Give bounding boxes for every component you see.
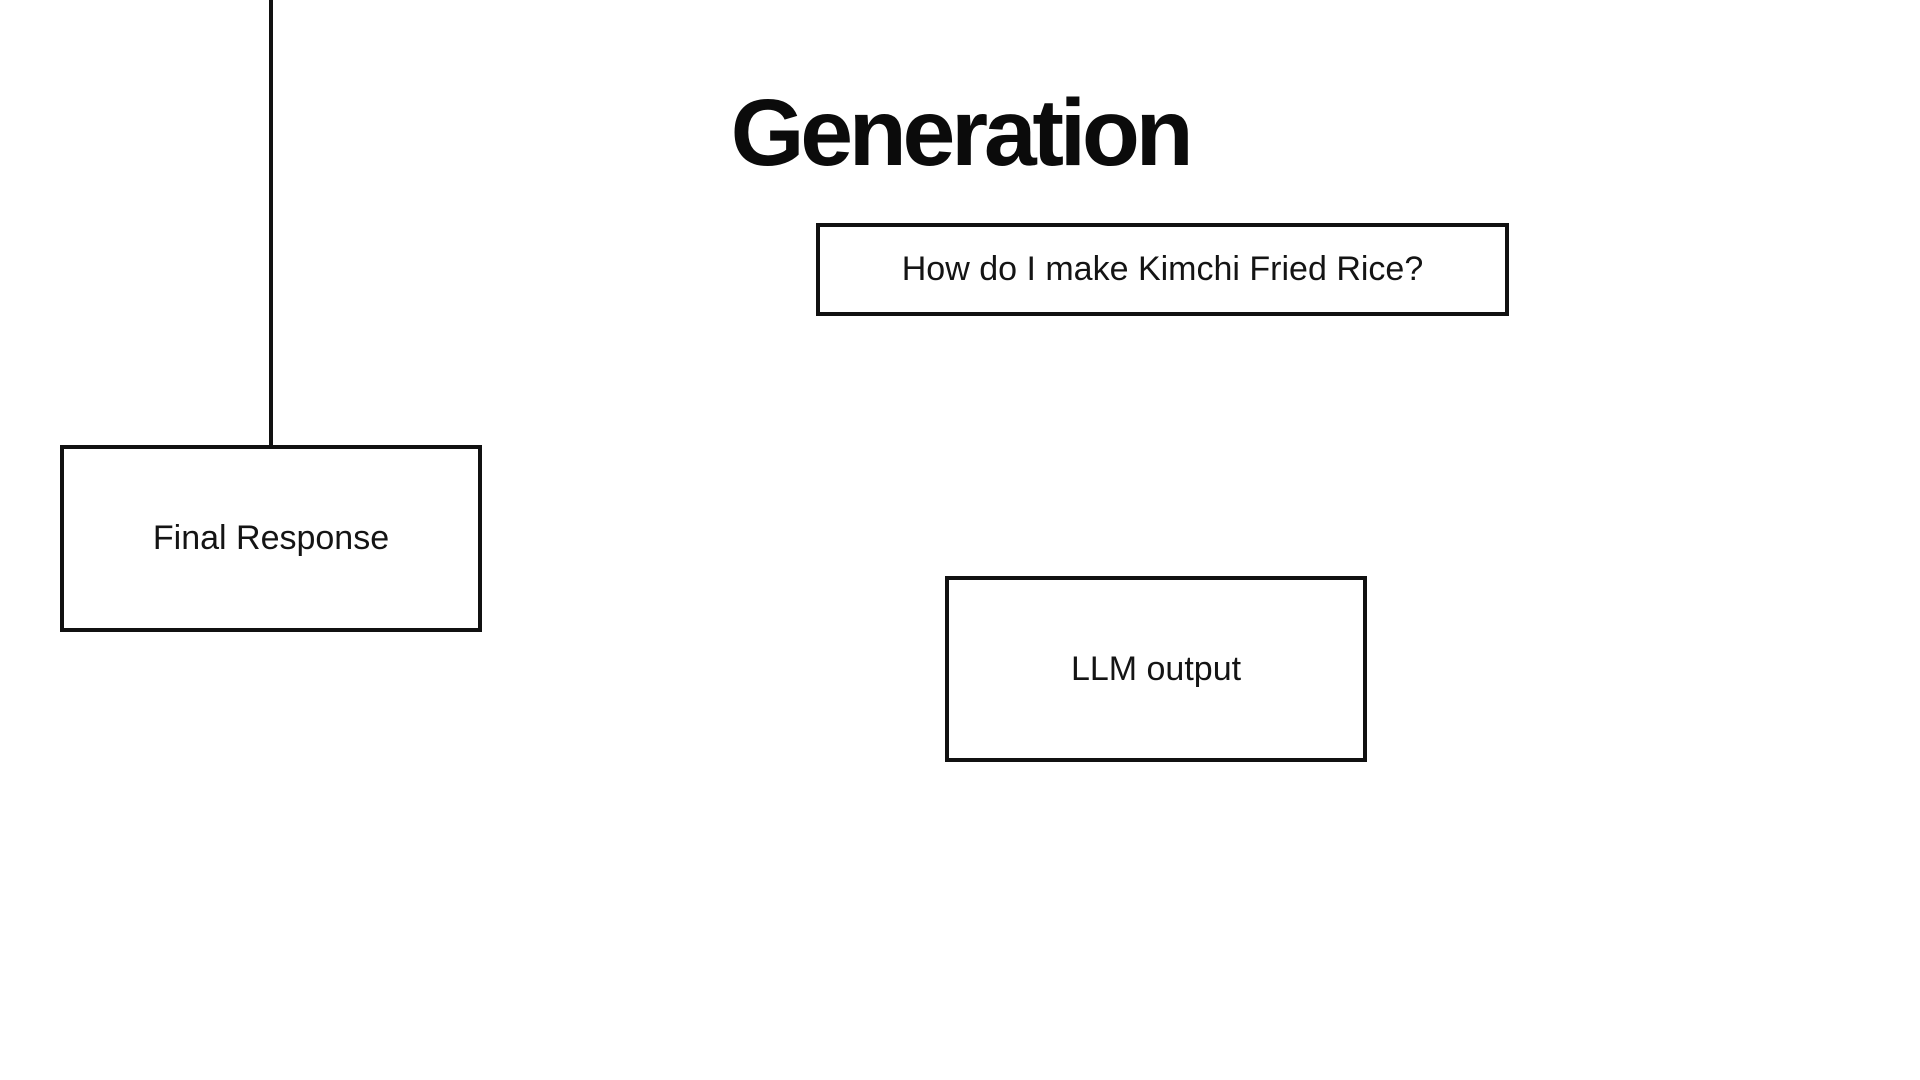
node-user-query: How do I make Kimchi Fried Rice? xyxy=(816,223,1509,316)
node-final-response: Final Response xyxy=(60,445,482,632)
node-final-response-label: Final Response xyxy=(152,519,390,558)
connector-line-to-final-response xyxy=(269,0,273,447)
page-title: Generation xyxy=(730,80,1194,186)
node-llm-output: LLM output xyxy=(945,576,1367,762)
node-user-query-label: How do I make Kimchi Fried Rice? xyxy=(901,250,1424,289)
node-llm-output-label: LLM output xyxy=(1070,649,1242,688)
